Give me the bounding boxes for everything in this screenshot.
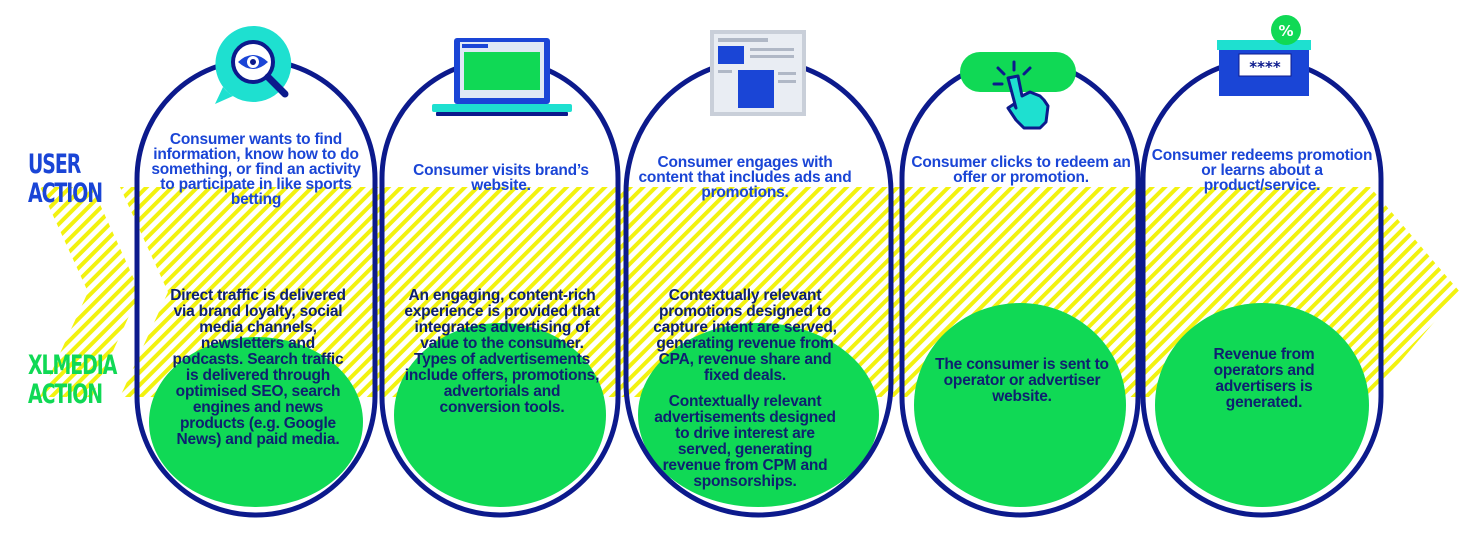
pills-layer [134,57,1384,518]
user-action-label: USER ACTION [28,149,103,209]
promo-code-text: **** [1249,58,1281,76]
pill-outline [623,57,894,518]
user-text: Consumer engages with content that inclu… [638,154,852,201]
xl-paragraph: Contextually relevant advertisements des… [654,393,836,490]
step-column-5: **** % Consumer redeems promotion or lea… [1143,0,1381,535]
user-text: Consumer clicks to redeem an offer or pr… [911,154,1131,186]
step-pill-3 [623,57,894,518]
promo-ticket-icon: **** % [1217,15,1311,96]
step-column-2: Consumer visits brand’s website. An enga… [382,0,620,535]
xlmedia-action-label: XLMEDIA ACTION [28,350,117,410]
step-column-3: Consumer engages with content that inclu… [626,0,864,535]
pill-outline [134,57,378,518]
step-column-1: Consumer wants to find information, know… [137,0,375,535]
webpage-ads-icon [710,30,806,116]
step-pill-2 [379,57,621,518]
pill-outline [1140,57,1384,518]
xl-text: Revenue from operators and advertisers i… [1179,347,1349,411]
green-blob [1155,303,1369,507]
green-blob [638,323,879,507]
xl-paragraph: The consumer is sent to operator or adve… [935,356,1109,405]
green-blob [394,323,606,507]
xl-text: An engaging, content-rich experience is … [404,288,600,416]
xl-paragraph: Revenue from operators and advertisers i… [1213,346,1315,411]
xl-paragraph: Direct traffic is delivered via brand lo… [170,287,346,448]
laptop-icon [432,38,572,116]
percent-badge-text: % [1278,22,1293,40]
xl-text: Direct traffic is delivered via brand lo… [170,288,346,448]
step-pill-1 [134,57,378,518]
xl-text: The consumer is sent to operator or adve… [932,357,1112,405]
user-text: Consumer redeems promotion or learns abo… [1151,147,1373,194]
xl-text: Contextually relevant promotions designe… [648,288,842,490]
pill-outline [379,57,621,518]
xl-paragraph: Contextually relevant promotions designe… [653,287,837,384]
green-blob [914,303,1126,507]
click-hand-icon [960,52,1076,130]
user-text: Consumer visits brand’s website. [413,162,589,194]
step-column-4: Consumer clicks to redeem an offer or pr… [902,0,1140,535]
magnifier-eye-icon [215,25,292,104]
green-blob [149,337,363,507]
step-pill-5 [1140,57,1384,518]
chevron-left-tip [40,187,140,397]
xl-paragraph: An engaging, content-rich experience is … [404,287,600,416]
user-text: Consumer wants to find information, know… [151,131,361,208]
